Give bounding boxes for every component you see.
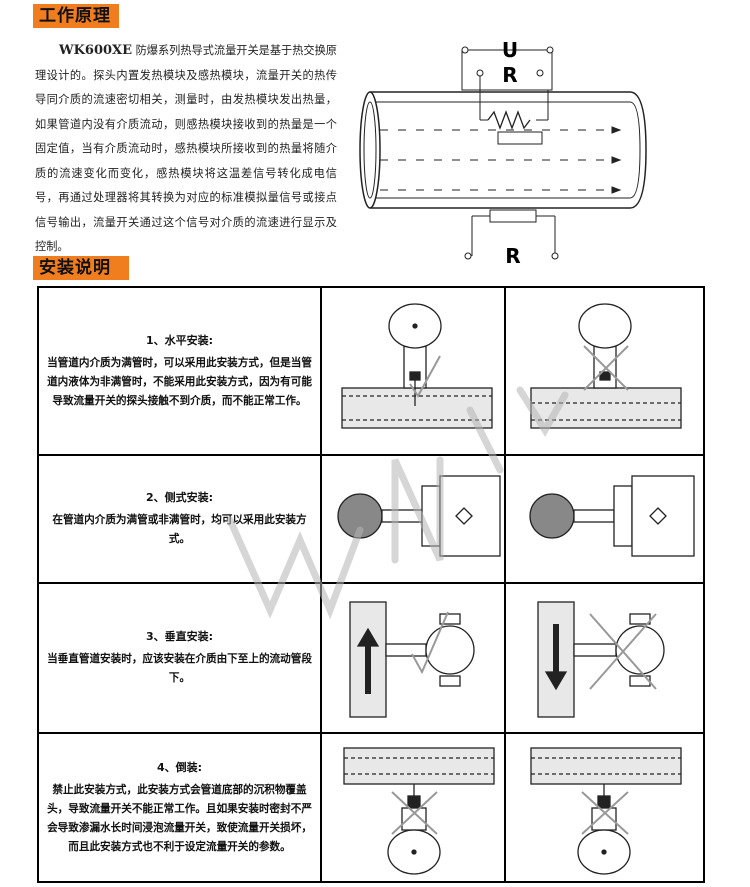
install-row-side: 2、侧式安装: 在管道内介质为满管或非满管时，均可以采用此安装方式。 (39, 456, 703, 584)
check-mark (409, 355, 441, 398)
install-row-horizontal: 1、水平安装: 当管道内介质为满管时，可以采用此安装方式，但是当管道内液体为非满… (39, 288, 703, 456)
install-desc: 当管道内介质为满管时，可以采用此安装方式，但是当管道内液体为非满管时，不能采用此… (47, 356, 312, 407)
cross-mark (583, 345, 629, 391)
install-figure-side-partial (506, 456, 703, 582)
section-heading-principle: 工作原理 (33, 4, 119, 28)
install-figure-vertical-downflow (506, 584, 703, 732)
install-table: 1、水平安装: 当管道内介质为满管时，可以采用此安装方式，但是当管道内液体为非满… (37, 286, 705, 883)
install-figure-vertical-upflow (322, 584, 506, 732)
cross-mark (581, 791, 629, 835)
principle-description: WK600XE 防爆系列热导式流量开关是基于热交换原理设计的。探头内置发热模块及… (35, 39, 337, 260)
install-title: 1、水平安装: (145, 333, 214, 347)
principle-body: 防爆系列热导式流量开关是基于热交换原理设计的。探头内置发热模块及感热模块，流量开… (35, 44, 337, 253)
install-text-cell: 3、垂直安装: 当垂直管道安装时，应该安装在介质由下至上的流动管段下。 (39, 584, 322, 732)
install-figure-inverted-a (322, 734, 506, 881)
check-mark (411, 611, 449, 675)
install-row-vertical: 3、垂直安装: 当垂直管道安装时，应该安装在介质由下至上的流动管段下。 (39, 584, 703, 734)
install-row-inverted: 4、倒装: 禁止此安装方式，此安装方式会管道底部的沉积物覆盖头，导致流量开关不能… (39, 734, 703, 881)
install-figure-horizontal-full (322, 288, 506, 454)
label-r-bottom: R (505, 244, 520, 268)
heater-circuit (461, 46, 554, 145)
install-title: 2、侧式安装: (145, 491, 214, 504)
principle-diagram: U R R (359, 38, 647, 268)
install-figure-side-full (322, 456, 506, 582)
install-text-cell: 2、侧式安装: 在管道内介质为满管或非满管时，均可以采用此安装方式。 (39, 456, 322, 582)
install-figure-horizontal-partial (506, 288, 703, 454)
install-desc: 在管道内介质为满管或非满管时，均可以采用此安装方式。 (52, 514, 307, 545)
label-u: U (502, 38, 518, 62)
install-desc: 禁止此安装方式，此安装方式会管道底部的沉积物覆盖头，导致流量开关不能正常工作。且… (47, 783, 312, 853)
install-text-cell: 4、倒装: 禁止此安装方式，此安装方式会管道底部的沉积物覆盖头，导致流量开关不能… (39, 734, 322, 881)
sensor-circuit (464, 209, 559, 260)
cross-mark (589, 613, 657, 690)
install-figure-inverted-b (506, 734, 703, 881)
model-number: WK600XE (59, 43, 133, 58)
cross-mark (391, 791, 438, 835)
install-title: 4、倒装: (156, 760, 203, 774)
install-desc: 当垂直管道安装时，应该安装在介质由下至上的流动管段下。 (47, 653, 312, 684)
install-text-cell: 1、水平安装: 当管道内介质为满管时，可以采用此安装方式，但是当管道内液体为非满… (39, 288, 322, 454)
flow-arrows (380, 126, 622, 194)
section-heading-install: 安装说明 (33, 256, 129, 280)
label-r-top: R (502, 63, 517, 87)
install-title: 3、垂直安装: (145, 630, 214, 643)
